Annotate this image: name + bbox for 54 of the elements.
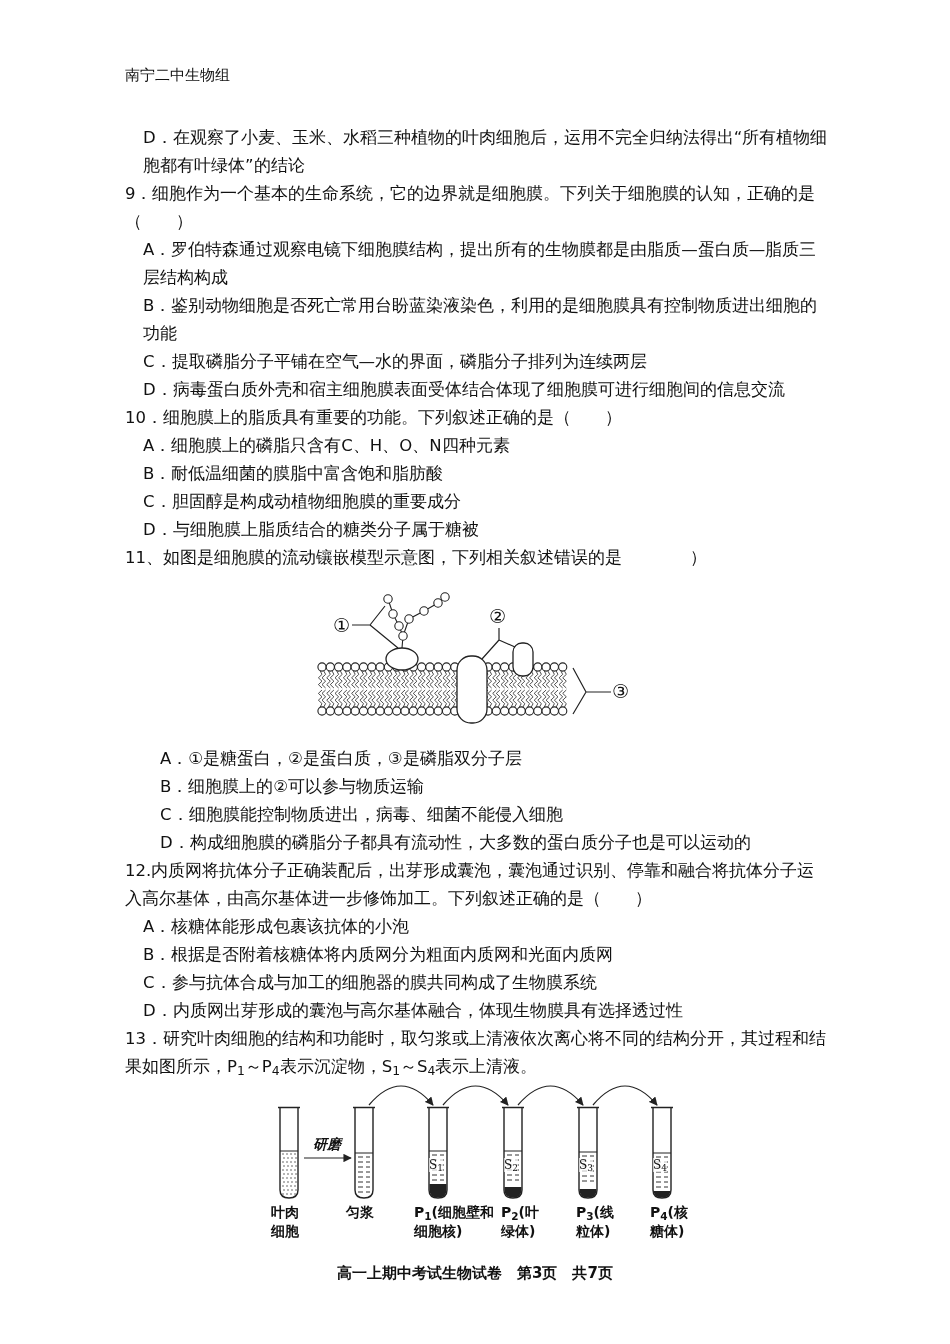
- callout-number: ①: [333, 615, 351, 635]
- callout-number: ②: [489, 606, 507, 626]
- page-header: 南宁二中生物组: [125, 65, 230, 86]
- leader-line: [481, 627, 516, 660]
- glycoprotein-drawing: [383, 592, 450, 671]
- arrow: [303, 1153, 352, 1163]
- test-tube: [278, 1106, 300, 1199]
- leader-line: [572, 667, 612, 715]
- question-text: 10．细胞膜上的脂质具有重要的功能。下列叙述正确的是（ ）: [125, 407, 623, 429]
- answer-option: A．①是糖蛋白，②是蛋白质，③是磷脂双分子层: [160, 745, 830, 773]
- tube-caption: P$_{1}$(细胞壁和细胞核): [414, 1203, 494, 1241]
- tube-label: S$_{4}$: [653, 1158, 667, 1172]
- answer-option: A．罗伯特森通过观察电镜下细胞膜结构，提出所有的生物膜都是由脂质—蛋白质—脂质三层结构构成: [143, 236, 830, 292]
- answer-option: B．耐低温细菌的膜脂中富含饱和脂肪酸: [143, 460, 830, 488]
- answer-option: B．细胞膜上的②可以参与物质运输: [160, 773, 830, 801]
- answer-option: D．在观察了小麦、玉米、水稻三种植物的叶肉细胞后，运用不完全归纳法得出“所有植物细胞都有叶绿体”的结论: [143, 124, 830, 180]
- answer-option: D．内质网出芽形成的囊泡与高尔基体融合，体现生物膜具有选择透过性: [143, 997, 830, 1025]
- curved-arrow: [368, 1085, 434, 1106]
- leader-line: [351, 605, 399, 649]
- page-footer: 高一上期中考试生物试卷 第3页 共7页: [0, 1262, 950, 1284]
- answer-option: C．细胞膜能控制物质进出，病毒、细菌不能侵入细胞: [160, 801, 830, 829]
- test-tube: [353, 1106, 375, 1199]
- answer-option: D．构成细胞膜的磷脂分子都具有流动性，大多数的蛋白质分子也是可以运动的: [160, 829, 830, 857]
- tube-caption: P$_{4}$(核糖体): [650, 1203, 689, 1241]
- answer-option: D．病毒蛋白质外壳和宿主细胞膜表面受体结合体现了细胞膜可进行细胞间的信息交流: [143, 376, 830, 404]
- tube-caption: 叶肉细胞: [271, 1203, 300, 1241]
- curved-arrow: [592, 1085, 658, 1106]
- question-text: 9．细胞作为一个基本的生命系统，它的边界就是细胞膜。下列关于细胞膜的认知，正确的是（ ）: [125, 183, 817, 233]
- test-tube: [502, 1106, 524, 1199]
- answer-option: B．鉴别动物细胞是否死亡常用台盼蓝染液染色，利用的是细胞膜具有控制物质进出细胞的功能: [143, 292, 830, 348]
- test-tube: [427, 1106, 449, 1199]
- answer-option: D．与细胞膜上脂质结合的糖类分子属于糖被: [143, 516, 830, 544]
- answer-option: A．细胞膜上的磷脂只含有C、H、O、N四种元素: [143, 432, 830, 460]
- question-text: 13．研究叶肉细胞的结构和功能时，取匀浆或上清液依次离心将不同的结构分开，其过程和结果如图所示，P$_{1}$～P$_{4}$表示沉淀物，S$_{1}$～S$_{4}$表示上清液。: [125, 1028, 827, 1081]
- tube-caption: P$_{3}$(线粒体): [576, 1203, 615, 1241]
- test-tube: [577, 1106, 599, 1199]
- callout-number: ③: [612, 681, 630, 701]
- answer-option: C．提取磷脂分子平铺在空气—水的界面，磷脂分子排列为连续两层: [143, 348, 830, 376]
- answer-option: C．胆固醇是构成动植物细胞膜的重要成分: [143, 488, 830, 516]
- tube-label: S$_{1}$: [429, 1158, 443, 1172]
- tube-label: S$_{2}$: [504, 1158, 518, 1172]
- answer-option: A．核糖体能形成包裹该抗体的小泡: [143, 913, 830, 941]
- answer-option: B．根据是否附着核糖体将内质网分为粗面内质网和光面内质网: [143, 941, 830, 969]
- test-tube: [651, 1106, 673, 1199]
- protein-drawing: [456, 642, 534, 724]
- question-text: 11、如图是细胞膜的流动镶嵌模型示意图，下列相关叙述错误的是 ）: [125, 547, 708, 569]
- curved-arrow: [517, 1085, 584, 1106]
- curved-arrow: [442, 1085, 509, 1106]
- tube-label: S$_{3}$: [579, 1158, 593, 1172]
- edge-label: 研磨: [311, 1136, 344, 1152]
- question-text: 12.内质网将抗体分子正确装配后，出芽形成囊泡，囊泡通过识别、停靠和融合将抗体分子运入高尔基体，由高尔基体进一步修饰加工。下列叙述正确的是（ ）: [125, 860, 816, 910]
- tube-caption: 匀浆: [346, 1203, 375, 1222]
- tube-caption: P$_{2}$(叶绿体): [501, 1203, 540, 1241]
- answer-option: C．参与抗体合成与加工的细胞器的膜共同构成了生物膜系统: [143, 969, 830, 997]
